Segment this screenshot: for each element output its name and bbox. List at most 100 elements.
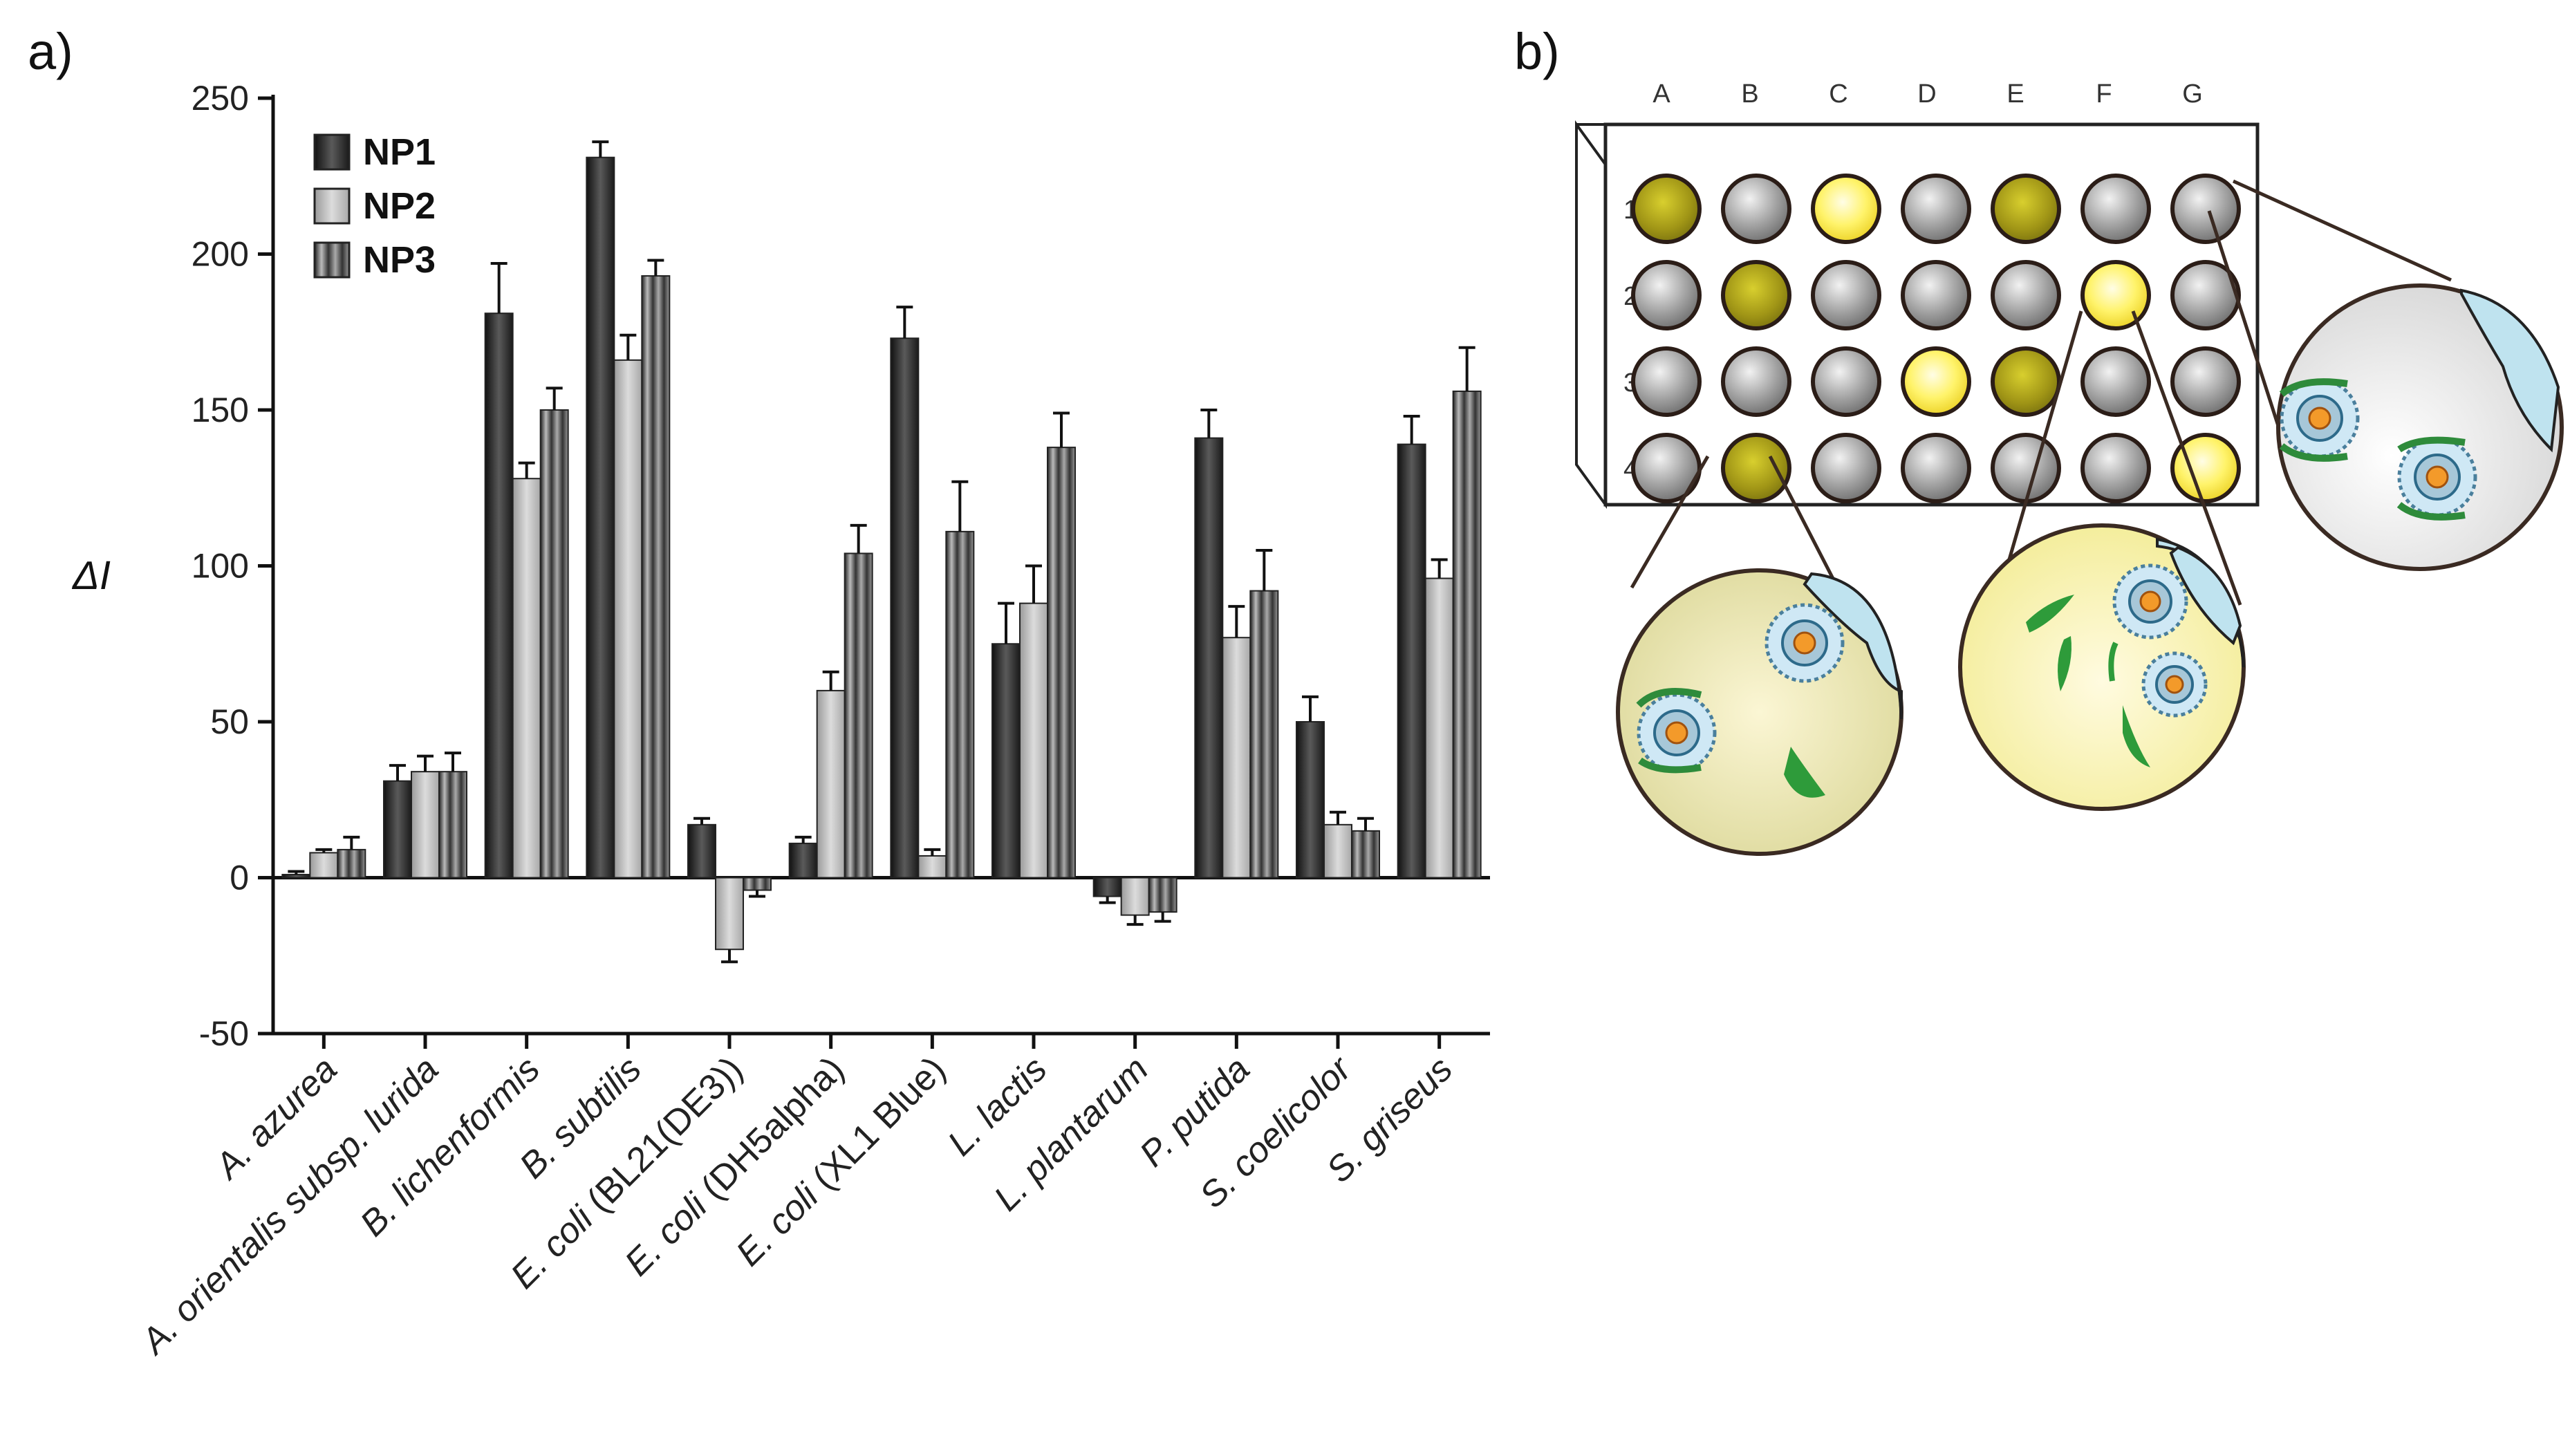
bar-np2	[1222, 637, 1251, 879]
bar-np1	[1296, 721, 1325, 879]
plate-column-labels: A B C D E F G	[1652, 80, 2202, 109]
nanoparticle-icon	[2279, 378, 2360, 462]
well-gray	[2170, 346, 2241, 417]
bar-np1	[1397, 443, 1426, 879]
bar-np2	[411, 771, 440, 879]
well-gray	[1631, 346, 1702, 417]
bar-np2	[1424, 577, 1454, 879]
bar-np3	[337, 848, 366, 879]
nanoparticle-icon	[2141, 651, 2208, 718]
plate-column-label: C	[1829, 80, 1847, 109]
legend-swatch-np2	[313, 187, 351, 225]
bar-np2	[816, 689, 846, 879]
category-label: B. lichenformis	[353, 1049, 548, 1244]
bar-np1	[890, 337, 920, 879]
bar-np1	[1092, 877, 1122, 897]
nanoparticle-icon	[2112, 563, 2188, 640]
panel-a-label: a)	[28, 23, 73, 80]
well-bright	[2080, 260, 2151, 330]
plate-column-label: E	[2006, 80, 2024, 109]
plate-column-label: F	[2096, 80, 2112, 109]
well-gray	[2080, 433, 2151, 503]
bar-np1	[484, 312, 514, 879]
well-gray	[2170, 174, 2241, 244]
legend-swatch-np1	[313, 133, 351, 171]
well-gray	[1901, 174, 1971, 244]
bar-np1	[991, 643, 1021, 879]
bacterium-icon	[2108, 642, 2119, 682]
well-gray	[1901, 433, 1971, 503]
well-gray	[1811, 260, 1881, 330]
chart-bars	[281, 140, 1482, 964]
bar-np1	[281, 873, 311, 879]
bar-np2	[1323, 823, 1352, 879]
y-axis-label: ΔI	[71, 553, 111, 598]
bar-np3	[1148, 877, 1177, 913]
plate-column-label: B	[1741, 80, 1758, 109]
bar-np3	[1249, 590, 1279, 879]
nanoparticle-icon	[1636, 688, 1717, 774]
well-gray	[2080, 174, 2151, 244]
bar-np3	[438, 771, 467, 879]
bar-np2	[1019, 602, 1048, 879]
plate-wells	[1631, 174, 2241, 503]
bar-np2	[309, 852, 339, 879]
well-olive	[1721, 260, 1791, 330]
well-gray	[1721, 174, 1791, 244]
bacterium-icon	[2123, 705, 2150, 767]
plate-column-label: D	[1917, 80, 1936, 109]
y-tick-label: 150	[192, 391, 249, 429]
bar-np1	[383, 780, 412, 879]
well-gray	[1901, 260, 1971, 330]
y-tick-label: 200	[192, 235, 249, 274]
well-gray	[1811, 433, 1881, 503]
bar-np2	[613, 359, 643, 879]
panel-b-label: b)	[1514, 23, 1560, 80]
zoom-circle-bright	[1958, 523, 2246, 811]
well-bright	[1901, 346, 1971, 417]
well-gray	[2080, 346, 2151, 417]
well-gray	[1991, 260, 2061, 330]
bar-np2	[1120, 877, 1150, 916]
bar-np1	[788, 842, 818, 879]
nanoparticle-icon	[1764, 603, 1845, 683]
bar-np3	[945, 530, 975, 879]
zoom-circle-gray	[2276, 283, 2564, 571]
bacterium-icon	[2058, 636, 2071, 691]
well-olive	[1991, 346, 2061, 417]
well-olive	[1631, 174, 1702, 244]
nanoparticle-icon	[2396, 436, 2477, 521]
bar-np3	[844, 552, 873, 879]
well-gray	[1631, 260, 1702, 330]
bar-np3	[539, 409, 569, 879]
bar-np2	[715, 877, 744, 951]
bar-np2	[512, 478, 541, 879]
bar-np1	[687, 823, 716, 879]
plate-column-label: A	[1652, 80, 1670, 109]
y-tick-label: 50	[210, 702, 249, 741]
well-bright	[2170, 433, 2241, 503]
y-tick-label: 100	[192, 547, 249, 586]
plate-column-label: G	[2182, 80, 2203, 109]
legend-label-np1: NP1	[363, 131, 436, 173]
y-tick-label: -50	[199, 1014, 249, 1053]
legend-swatch-np3	[313, 241, 351, 279]
bacterium-icon	[2026, 595, 2074, 633]
plate-side-face	[1575, 120, 1607, 510]
legend-label-np3: NP3	[363, 239, 436, 281]
well-gray	[1721, 346, 1791, 417]
well-bright	[1811, 174, 1881, 244]
bar-np3	[1047, 447, 1076, 879]
bar-np1	[1194, 437, 1224, 879]
bacterium-icon	[1784, 747, 1825, 798]
bar-np2	[918, 855, 947, 879]
well-olive	[1991, 174, 2061, 244]
legend-label-np2: NP2	[363, 185, 436, 227]
bar-np3	[641, 275, 671, 879]
